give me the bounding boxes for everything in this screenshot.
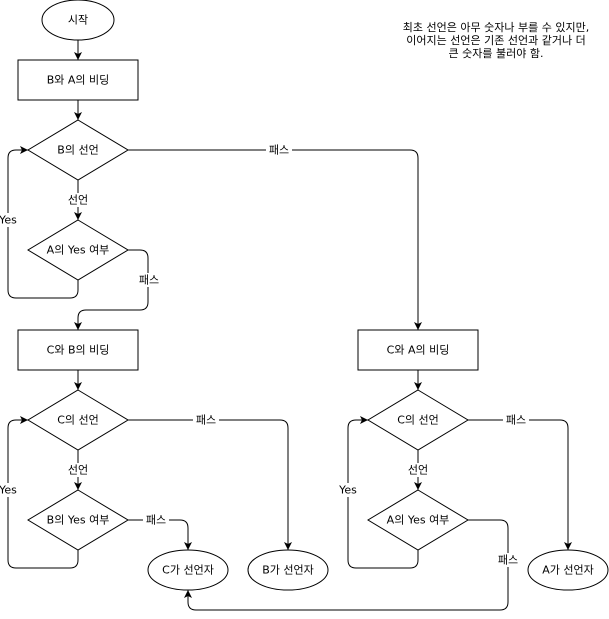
node-label: 시작 (68, 14, 88, 27)
pass-label: 패스 (139, 274, 159, 287)
node-label: B의 선언 (57, 144, 98, 157)
edge-label-a-yes-1-yes: Yes (0, 213, 18, 227)
node-c-declarer[interactable]: C가 선언자 (147, 549, 229, 591)
rule-note: 최초 선언은 아무 숫자나 부를 수 있지만, 이어지는 선언은 기존 선언과 … (402, 21, 590, 60)
pass-label: 패스 (269, 144, 289, 157)
edge-b-declare-pass (128, 149, 422, 330)
node-c-declare-2[interactable]: C의 선언 (367, 389, 469, 451)
pass-label: 패스 (506, 414, 526, 427)
edge-a-yes-1-pass (74, 249, 149, 330)
edge-b-yes-pass (128, 519, 192, 550)
node-start[interactable]: 시작 (41, 0, 115, 41)
edge-label-b-declare-pass: 패스 (266, 143, 292, 157)
yes-label: Yes (0, 484, 17, 497)
declare-label: 선언 (68, 194, 88, 207)
edge-label-b-declare-declare: 선언 (66, 193, 90, 207)
edge-label-a-yes-2-yes: Yes (338, 483, 358, 497)
node-b-declarer[interactable]: B가 선언자 (247, 549, 329, 591)
node-label: C와 A의 비딩 (387, 344, 450, 357)
edge-c-declare-1-pass (128, 419, 292, 550)
edge-label-b-yes-yes: Yes (0, 483, 18, 497)
node-a-yes-1[interactable]: A의 Yes 여부 (27, 219, 129, 281)
node-label: C의 선언 (397, 414, 439, 427)
node-bid-cb[interactable]: C와 B의 비딩 (17, 329, 139, 371)
edge-a-yes-2-yes-loop (347, 416, 419, 569)
pass-label: 패스 (146, 514, 166, 527)
edge-label-c-declare-2-pass: 패스 (503, 413, 529, 427)
pass-label: 패스 (498, 554, 518, 567)
edge-label-c-declare-2-declare: 선언 (406, 463, 430, 477)
node-b-yes[interactable]: B의 Yes 여부 (27, 489, 129, 551)
edge-c-declare-2-pass (468, 419, 572, 550)
node-label: A의 Yes 여부 (47, 244, 110, 257)
edge-label-a-yes-1-pass: 패스 (136, 273, 162, 287)
node-label: B와 A의 비딩 (47, 74, 110, 87)
node-label: C가 선언자 (162, 564, 214, 577)
node-c-declare-1[interactable]: C의 선언 (27, 389, 129, 451)
edge-a-yes-1-yes-loop (7, 146, 79, 299)
declare-label: 선언 (408, 464, 428, 477)
edge-label-c-declare-1-declare: 선언 (66, 463, 90, 477)
declare-label: 선언 (68, 464, 88, 477)
yes-label: Yes (0, 214, 17, 227)
pass-label: 패스 (196, 414, 216, 427)
node-label: C와 B의 비딩 (47, 344, 110, 357)
node-b-declare[interactable]: B의 선언 (27, 119, 129, 181)
node-bid-ca[interactable]: C와 A의 비딩 (357, 329, 479, 371)
edge-a-yes-2-pass (184, 519, 509, 611)
node-label: A의 Yes 여부 (387, 514, 450, 527)
node-a-yes-2[interactable]: A의 Yes 여부 (367, 489, 469, 551)
node-bid-ba[interactable]: B와 A의 비딩 (17, 59, 139, 101)
edge-label-a-yes-2-pass: 패스 (495, 553, 521, 567)
node-label: C의 선언 (57, 414, 99, 427)
yes-label: Yes (338, 484, 357, 497)
node-label: B의 Yes 여부 (47, 514, 110, 527)
node-label: B가 선언자 (262, 564, 314, 577)
edge-b-yes-yes-loop (7, 416, 79, 569)
node-a-declarer[interactable]: A가 선언자 (527, 549, 609, 591)
edge-label-c-declare-1-pass: 패스 (193, 413, 219, 427)
edge-label-b-yes-pass: 패스 (143, 513, 169, 527)
node-label: A가 선언자 (542, 564, 594, 577)
